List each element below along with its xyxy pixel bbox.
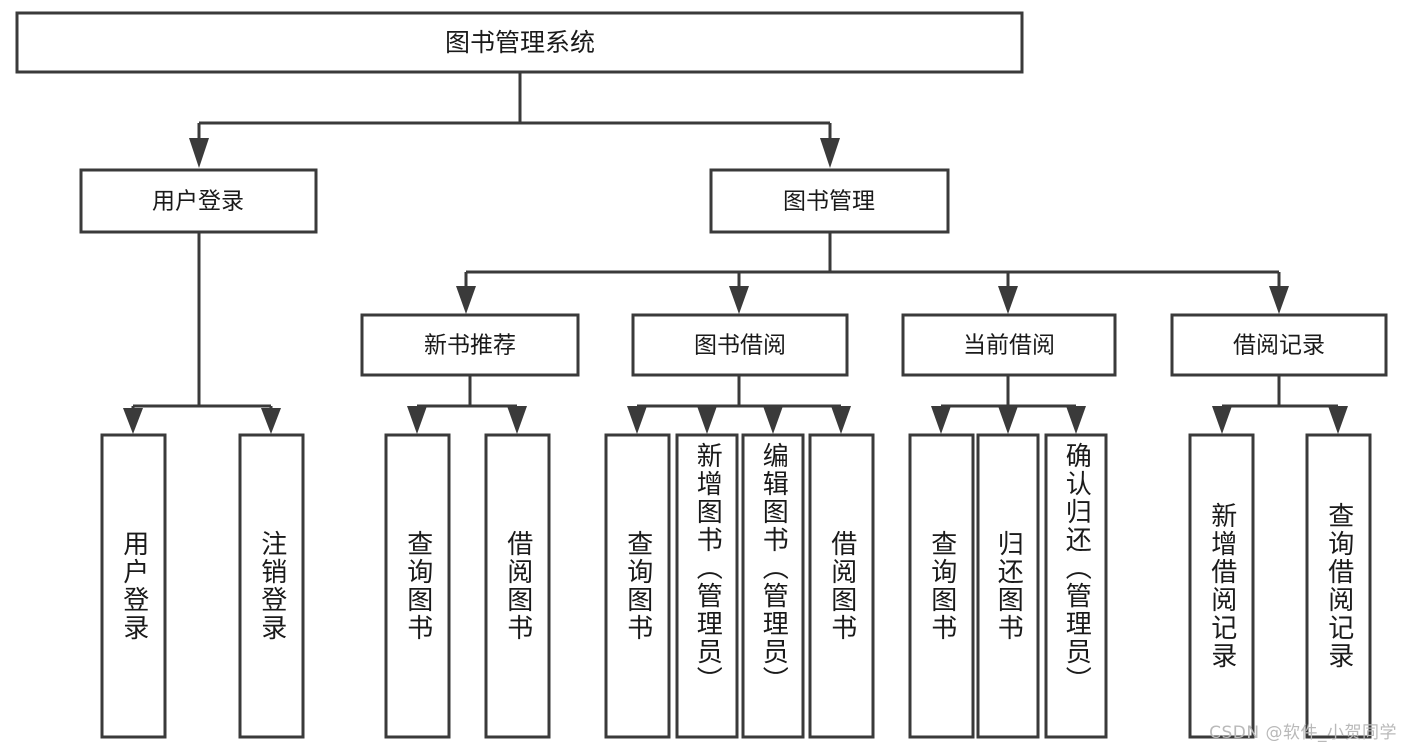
node-box-book-management[interactable]	[709, 168, 950, 234]
node-box-borrow-record[interactable]	[1170, 313, 1388, 377]
arrow-head-leaf-query-book-2	[627, 406, 647, 434]
leaf-box-add-record[interactable]	[1188, 433, 1255, 739]
leaf-box-query-book-1[interactable]	[384, 433, 451, 739]
leaf-box-borrow-book-1[interactable]	[484, 433, 551, 739]
leaf-box-query-book-3[interactable]	[908, 433, 975, 739]
connector-group-user-login	[123, 232, 281, 434]
arrow-head-leaf-user-login	[123, 408, 143, 434]
arrow-head-book-borrow	[729, 286, 749, 314]
leaf-box-query-record[interactable]	[1305, 433, 1372, 739]
arrow-head-leaf-confirm-return	[1066, 406, 1086, 434]
csdn-watermark: CSDN @软件_小贺同学	[1209, 723, 1397, 743]
arrow-head-leaf-query-book-1	[407, 406, 427, 434]
leaf-box-return-book[interactable]	[976, 433, 1040, 739]
node-label-root: 图书管理系统	[445, 28, 595, 57]
arrow-head-leaf-add-book	[697, 406, 717, 434]
arrow-head-leaf-return-book	[998, 406, 1018, 434]
leaf-box-confirm-return[interactable]	[1044, 433, 1108, 739]
arrow-head-new-book	[456, 286, 476, 314]
node-label-book-borrow: 图书借阅	[694, 333, 786, 359]
arrow-head-leaf-edit-book	[763, 406, 783, 434]
leaf-box-logout[interactable]	[238, 433, 305, 739]
connector-group-book-borrow	[627, 375, 851, 434]
node-label-new-book-recommend: 新书推荐	[424, 333, 516, 359]
node-label-current-borrow: 当前借阅	[963, 333, 1055, 359]
arrow-head-leaf-query-record	[1328, 406, 1348, 434]
node-box-new-book-recommend[interactable]	[360, 313, 580, 377]
arrow-head-borrow-record	[1269, 286, 1289, 314]
connector-group-current-borrow	[931, 375, 1086, 434]
arrow-head-user-login	[189, 138, 209, 168]
arrow-head-leaf-borrow-book-1	[507, 406, 527, 434]
connector-group-root	[189, 72, 840, 168]
arrow-head-leaf-borrow-book-2	[831, 406, 851, 434]
connector-group-book-mgmt	[456, 232, 1289, 314]
leaf-box-borrow-book-2[interactable]	[808, 433, 875, 739]
arrow-head-current-borrow	[998, 286, 1018, 314]
node-box-current-borrow[interactable]	[901, 313, 1117, 377]
node-label-user-login: 用户登录	[152, 189, 244, 215]
node-box-user-login[interactable]	[79, 168, 318, 234]
connector-group-new-book	[407, 375, 527, 434]
connector-group-borrow-record	[1212, 375, 1348, 434]
leaf-box-query-book-2[interactable]	[604, 433, 671, 739]
arrow-head-leaf-logout	[261, 408, 281, 434]
arrow-head-leaf-query-book-3	[931, 406, 951, 434]
node-label-book-management: 图书管理	[783, 189, 875, 215]
node-box-root[interactable]	[15, 11, 1024, 74]
node-label-borrow-record: 借阅记录	[1233, 333, 1325, 359]
node-box-book-borrow[interactable]	[631, 313, 849, 377]
leaf-box-user-login[interactable]	[100, 433, 167, 739]
arrow-head-leaf-add-record	[1212, 406, 1232, 434]
leaf-box-edit-book[interactable]	[741, 433, 805, 739]
leaf-box-add-book[interactable]	[675, 433, 739, 739]
arrow-head-book-mgmt	[820, 138, 840, 168]
